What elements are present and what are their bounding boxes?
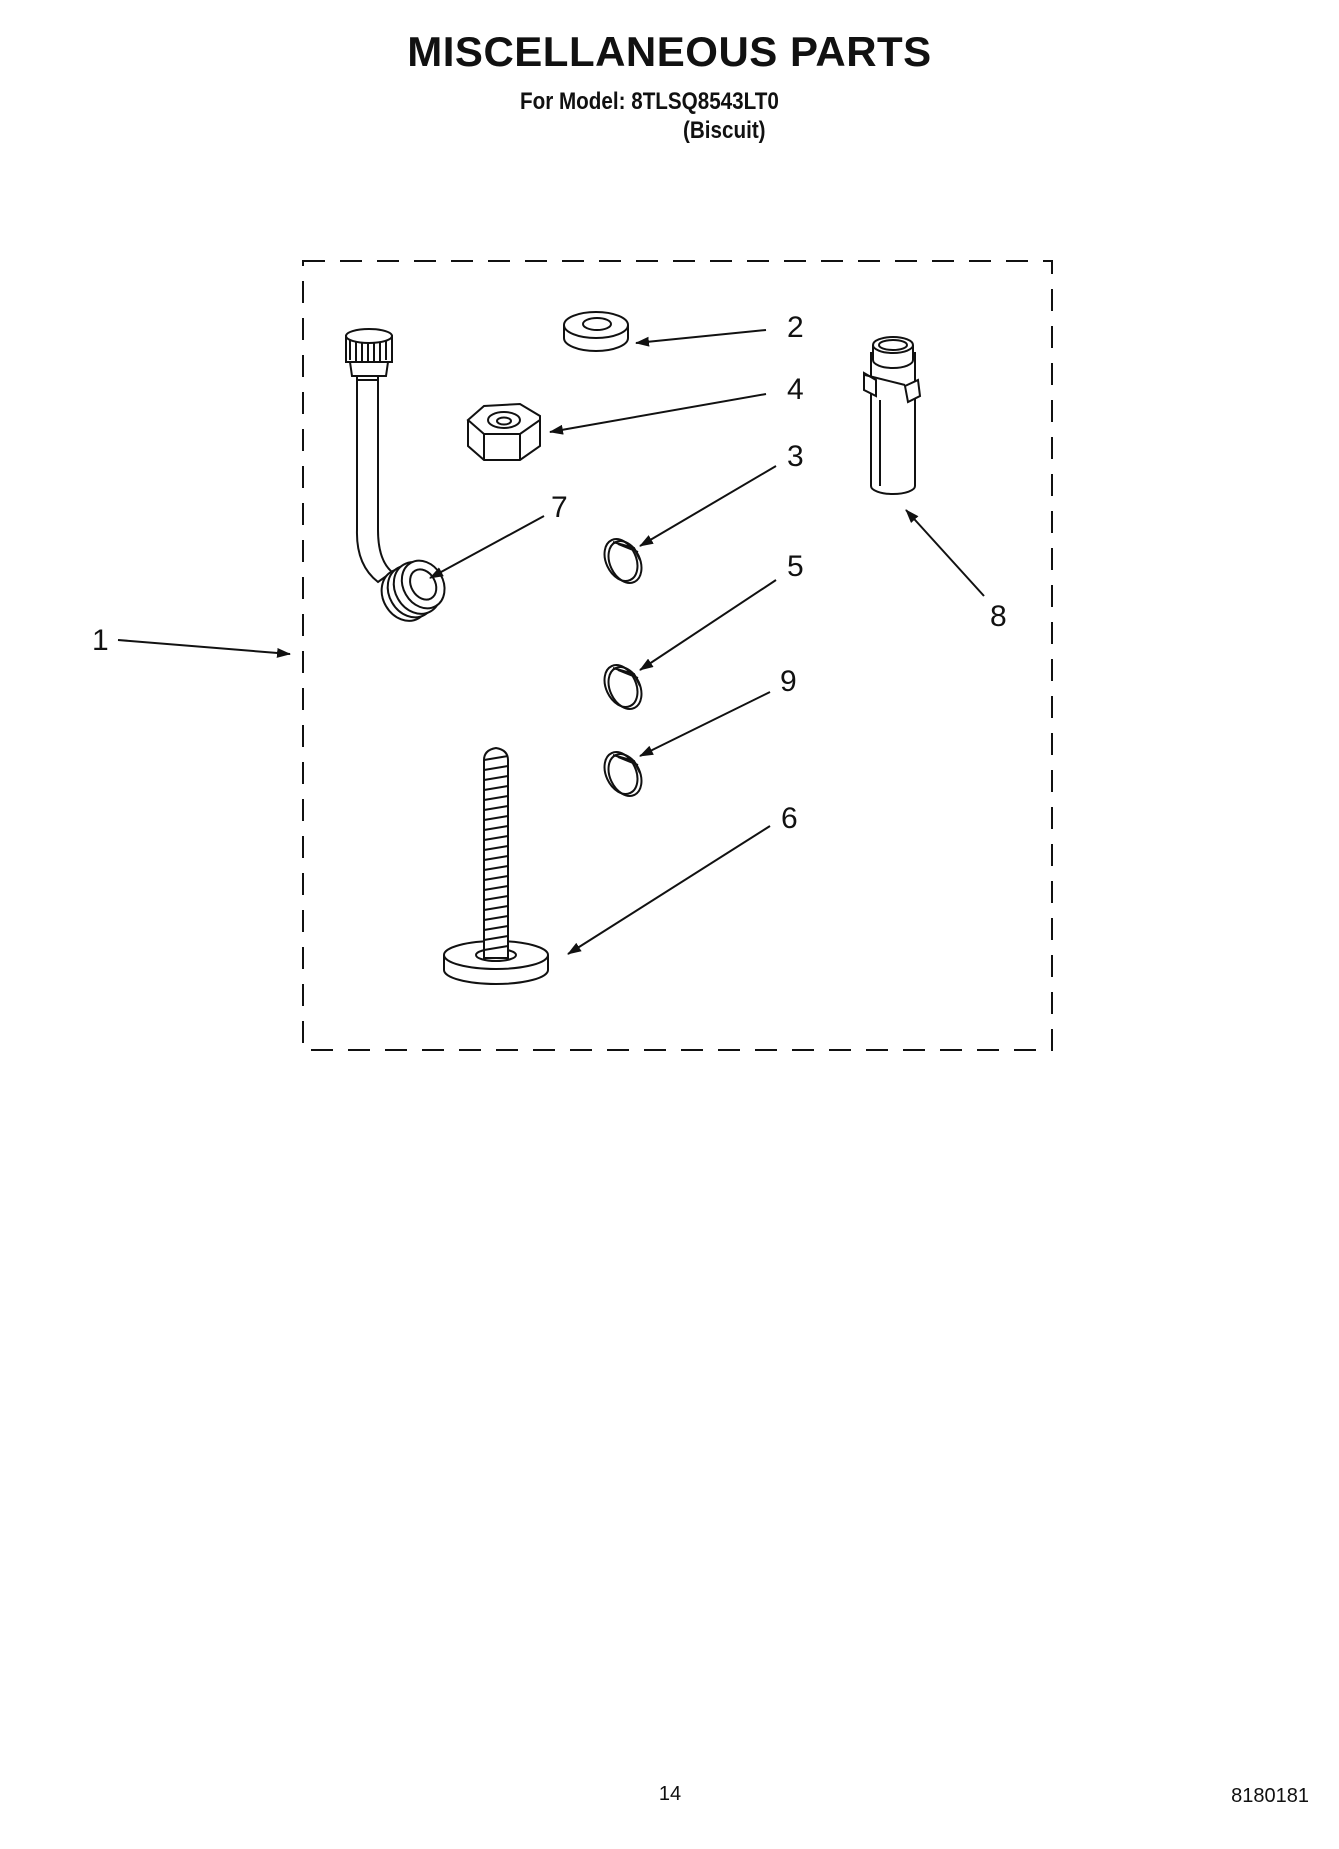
leader-line-8 (905, 509, 985, 597)
standpipe-adapter-icon (863, 336, 922, 495)
leader-line-3 (639, 465, 777, 547)
leader-line-5 (639, 579, 777, 671)
callout-9: 9 (780, 665, 797, 698)
page-number: 14 (658, 1783, 682, 1805)
callout-4: 4 (787, 373, 804, 406)
document-number: 8180181 (1231, 1785, 1309, 1807)
hose-clamp-icon (603, 664, 643, 710)
callout-8: 8 (990, 600, 1007, 633)
callout-3: 3 (787, 440, 804, 473)
hex-nut-icon (466, 402, 541, 461)
washer-ring-icon (563, 311, 629, 352)
callout-5: 5 (787, 550, 804, 583)
callout-2: 2 (787, 311, 804, 344)
leader-line-2 (635, 329, 767, 347)
model-number: For Model: 8TLSQ8543LT0 (520, 88, 779, 115)
leader-line-1 (117, 639, 291, 658)
leader-line-9 (639, 691, 771, 757)
model-color: (Biscuit) (683, 117, 766, 144)
leader-line-7 (429, 515, 545, 579)
callout-6: 6 (781, 802, 798, 835)
leveling-leg-icon (443, 746, 549, 985)
hose-clamp-icon (603, 538, 643, 584)
leader-line-4 (549, 393, 767, 435)
hose-clamp-icon (603, 751, 643, 797)
kit-boundary (302, 260, 1053, 1051)
leader-line-6 (567, 825, 771, 955)
drain-hose-icon (345, 328, 446, 622)
page-title: MISCELLANEOUS PARTS (407, 28, 932, 75)
callout-1: 1 (92, 624, 109, 657)
callout-7: 7 (551, 491, 568, 524)
